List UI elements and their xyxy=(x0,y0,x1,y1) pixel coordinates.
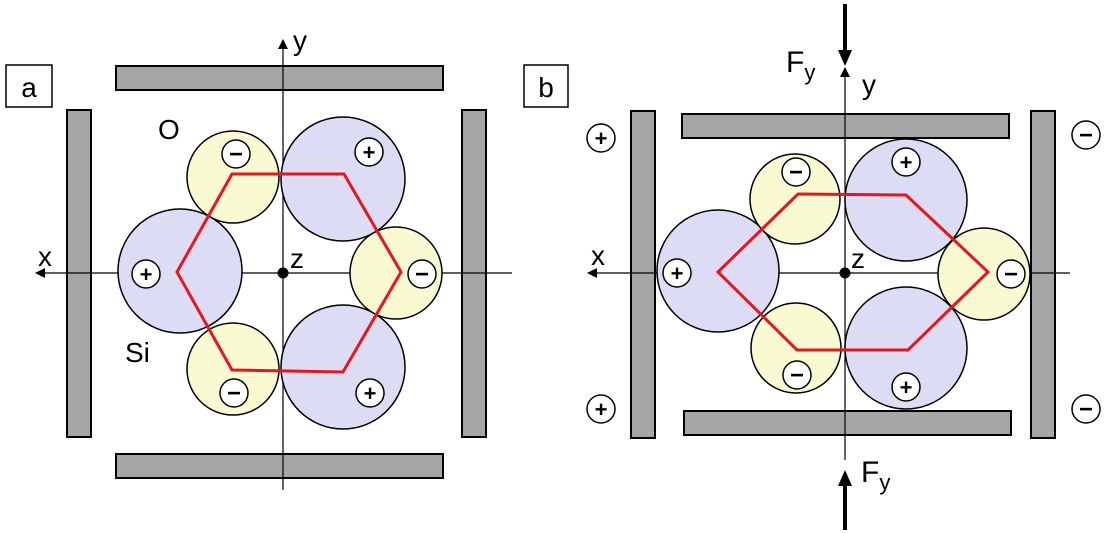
silicon-atom xyxy=(117,208,243,334)
charge-minus: − xyxy=(782,360,812,390)
silicon-atom xyxy=(280,304,406,430)
x-axis-label: x xyxy=(38,241,52,272)
charge-minus: − xyxy=(781,157,811,187)
unit-cell-hexagon xyxy=(175,172,403,374)
charge-plus: + xyxy=(355,378,385,408)
origin-label: z xyxy=(851,243,865,274)
svg-text:−: − xyxy=(1079,122,1093,149)
origin-dot xyxy=(839,267,851,279)
svg-text:−: − xyxy=(790,362,804,389)
svg-text:−: − xyxy=(1004,261,1018,288)
plate-charge-minus: − xyxy=(1071,394,1101,424)
silicon-atom xyxy=(844,138,968,262)
silicon-atom xyxy=(280,116,406,242)
svg-text:+: + xyxy=(364,381,377,406)
charge-minus: − xyxy=(407,259,437,289)
plate-top xyxy=(115,65,444,91)
plate-charge-plus: + xyxy=(586,394,616,424)
svg-text:+: + xyxy=(140,262,153,287)
silicon-label: Si xyxy=(125,337,150,368)
plate-charge-plus: + xyxy=(586,123,616,153)
svg-text:+: + xyxy=(595,397,608,422)
force-label-bottom: Fy xyxy=(861,456,890,495)
panel-a-label: a xyxy=(21,72,37,103)
y-axis-label: y xyxy=(862,69,876,100)
oxygen-atom xyxy=(186,130,280,224)
panel-a: a + + + − xyxy=(5,25,512,490)
panel-b-label: b xyxy=(538,72,554,103)
charge-minus: − xyxy=(219,378,249,408)
charge-minus: − xyxy=(221,139,251,169)
plate-left xyxy=(630,110,656,439)
plate-bottom xyxy=(683,410,1012,436)
x-axis-label: x xyxy=(591,240,605,271)
plate-charge-minus: − xyxy=(1071,120,1101,150)
force-arrowhead-top xyxy=(838,50,852,66)
force-label-top: Fy xyxy=(786,46,815,85)
origin-label: z xyxy=(290,243,304,274)
charge-plus: + xyxy=(891,147,921,177)
charge-plus: + xyxy=(354,137,384,167)
svg-text:+: + xyxy=(671,261,684,286)
panel-b-label-box xyxy=(523,64,569,108)
svg-text:−: − xyxy=(227,380,241,407)
svg-text:−: − xyxy=(229,141,243,168)
oxygen-atom xyxy=(349,226,443,320)
svg-text:+: + xyxy=(363,140,376,165)
charge-minus: − xyxy=(996,259,1026,289)
svg-text:+: + xyxy=(900,150,913,175)
force-arrowhead-bottom xyxy=(838,470,852,486)
oxygen-label: O xyxy=(158,114,180,145)
charge-plus: + xyxy=(662,258,692,288)
panel-b: b + + + − xyxy=(523,4,1101,530)
unit-cell-hexagon xyxy=(715,192,991,352)
y-axis-label: y xyxy=(293,25,307,56)
charge-plus: + xyxy=(131,259,161,289)
svg-text:−: − xyxy=(415,261,429,288)
silicon-atom xyxy=(844,286,968,410)
origin-dot xyxy=(277,267,289,279)
plate-right xyxy=(1030,110,1056,439)
panel-a-label-box xyxy=(5,64,53,108)
svg-text:+: + xyxy=(595,126,608,151)
svg-text:−: − xyxy=(789,159,803,186)
plate-bottom xyxy=(115,453,444,479)
charge-plus: + xyxy=(891,372,921,402)
svg-text:−: − xyxy=(1079,396,1093,423)
svg-text:+: + xyxy=(900,375,913,400)
